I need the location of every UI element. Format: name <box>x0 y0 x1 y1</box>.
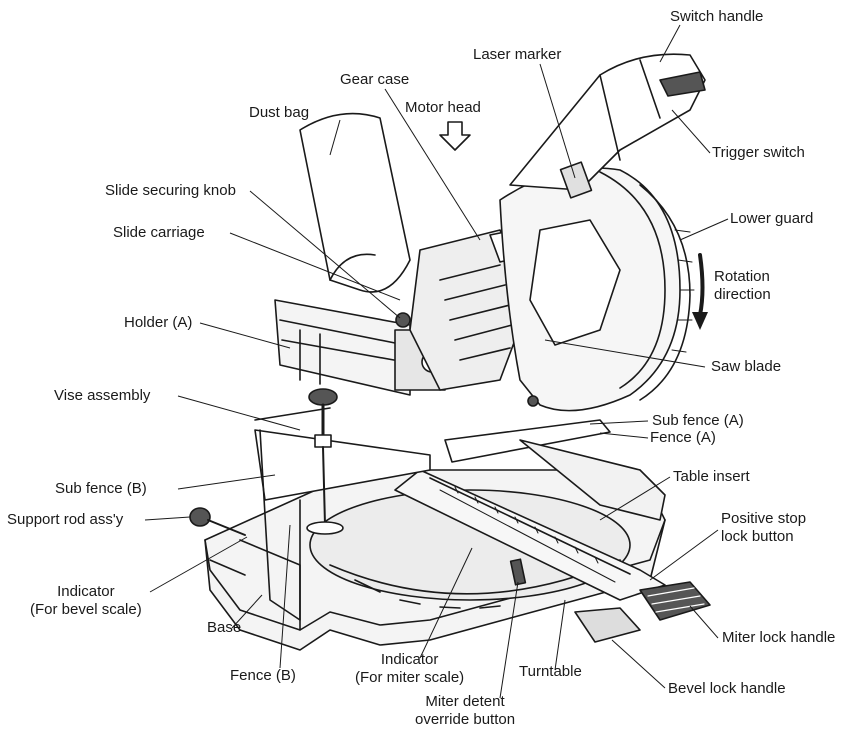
label-motor-head: Motor head <box>405 99 481 116</box>
label-holder-a: Holder (A) <box>124 314 193 331</box>
vise-shape <box>306 388 344 535</box>
label-miter-lock-handle: Miter lock handle <box>722 629 836 646</box>
label-indicator-miter: Indicator (For miter scale) <box>355 651 464 687</box>
label-sub-fence-a: Sub fence (A) <box>652 412 744 429</box>
label-miter-detent-override-button: Miter detent override button <box>415 693 515 729</box>
label-fence-a: Fence (A) <box>650 429 716 446</box>
label-positive-stop-line1: Positive stop <box>721 510 807 527</box>
label-rotation-line1: Rotation <box>714 268 770 285</box>
dust-bag-shape <box>299 112 411 293</box>
label-saw-blade: Saw blade <box>711 358 782 375</box>
blade-guard-shape <box>499 167 695 412</box>
label-indicator-miter-line1: Indicator <box>380 651 439 668</box>
label-bevel-lock-handle: Bevel lock handle <box>668 680 786 697</box>
label-slide-securing-knob: Slide securing knob <box>105 182 236 199</box>
label-laser-marker: Laser marker <box>473 46 562 63</box>
label-trigger-switch: Trigger switch <box>712 144 805 161</box>
miter-lock-handle-shape <box>574 581 711 643</box>
label-gear-case: Gear case <box>340 71 410 88</box>
label-table-insert: Table insert <box>673 468 750 485</box>
label-turntable: Turntable <box>519 663 582 680</box>
label-lower-guard: Lower guard <box>730 210 814 227</box>
label-miter-detent-line1: Miter detent <box>425 693 505 710</box>
label-base: Base <box>207 619 242 636</box>
label-indicator-bevel: Indicator (For bevel scale) <box>30 583 142 619</box>
label-slide-carriage: Slide carriage <box>113 224 205 241</box>
support-rod-shape <box>189 507 246 536</box>
label-positive-stop-line2: lock button <box>721 528 794 545</box>
motor-head-arrow <box>439 121 471 151</box>
leader-lines <box>144 24 729 699</box>
label-miter-detent-line2: override button <box>415 711 516 728</box>
label-fence-b: Fence (B) <box>230 667 296 684</box>
label-sub-fence-b: Sub fence (B) <box>55 480 147 497</box>
label-rotation-direction: Rotation direction <box>714 268 771 304</box>
label-indicator-bevel-line1: Indicator <box>57 583 115 600</box>
label-indicator-bevel-line2: (For bevel scale) <box>30 601 142 618</box>
rotation-arrow <box>692 253 708 330</box>
label-dust-bag: Dust bag <box>249 104 310 121</box>
turntable-shape <box>309 489 631 609</box>
label-vise-assembly: Vise assembly <box>54 387 151 404</box>
label-positive-stop-lock-button: Positive stop lock button <box>721 510 806 546</box>
switch-handle-shape <box>509 53 706 199</box>
label-switch-handle: Switch handle <box>670 8 764 25</box>
label-support-rod: Support rod ass'y <box>7 511 124 528</box>
label-rotation-line2: direction <box>714 286 771 303</box>
label-indicator-miter-line2: (For miter scale) <box>355 669 465 686</box>
